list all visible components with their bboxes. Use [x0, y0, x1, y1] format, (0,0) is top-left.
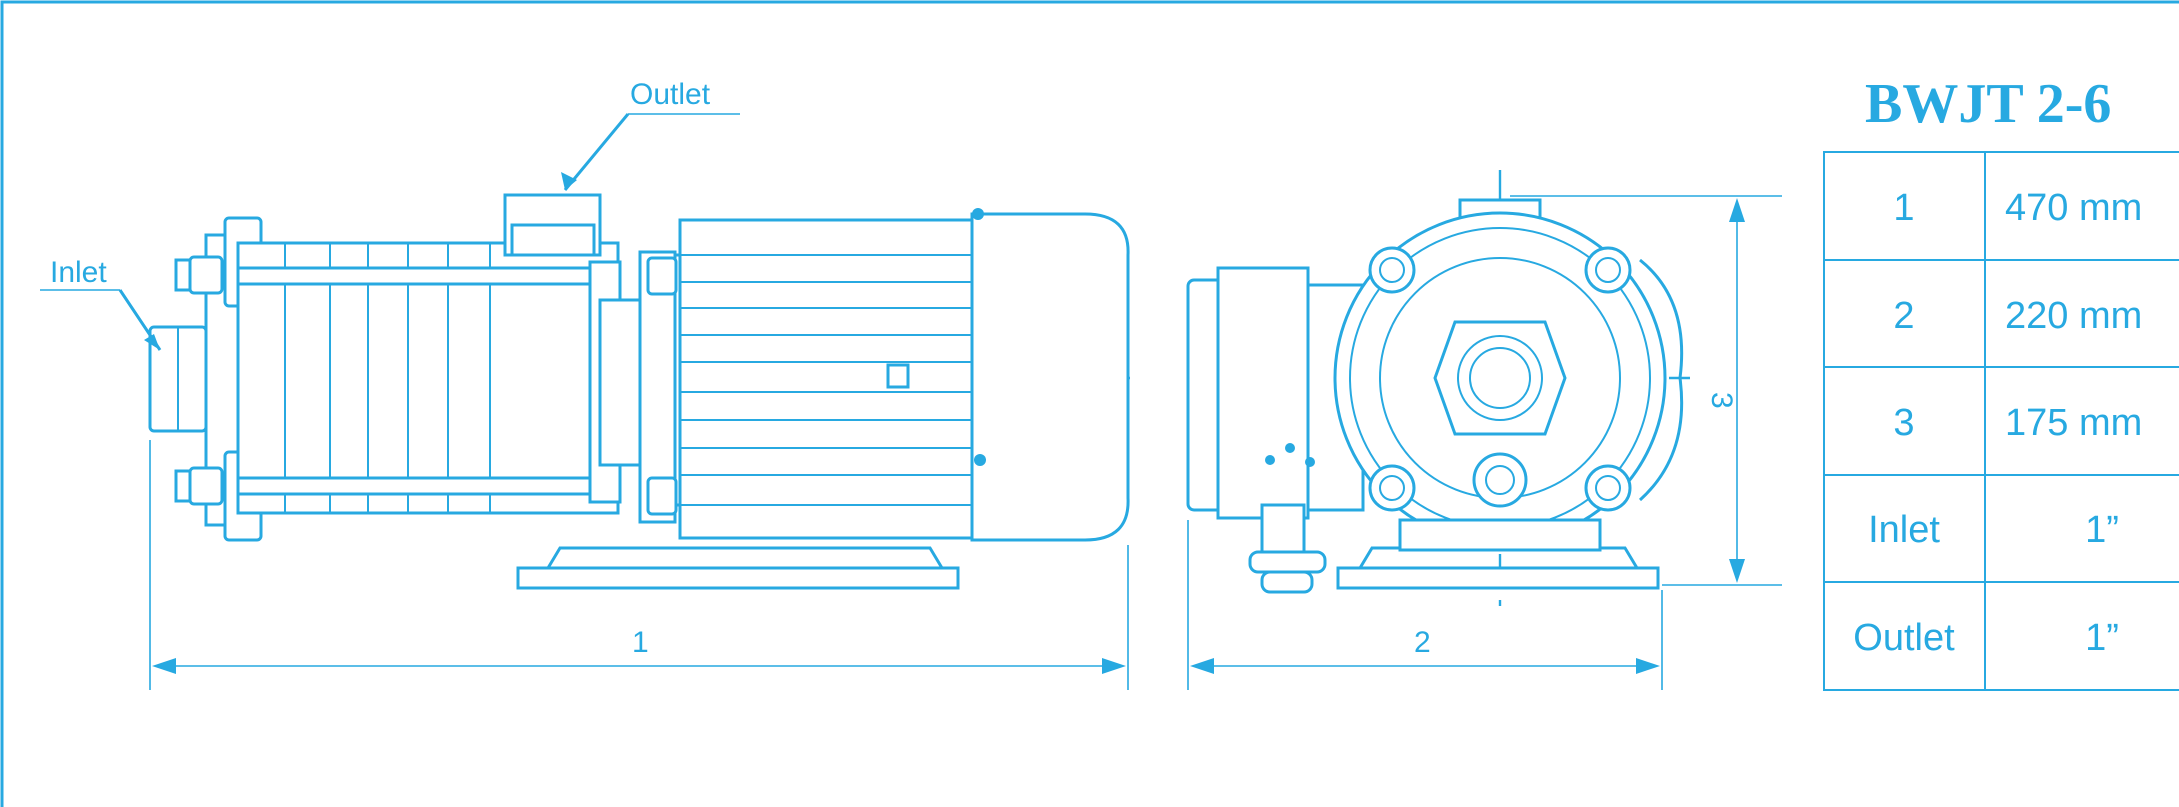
outlet-label: Outlet: [630, 78, 711, 111]
motor-fan-cover: [970, 212, 1130, 542]
table-key-2: 2: [1893, 295, 1914, 337]
motor-body: [678, 218, 974, 540]
pump-base: [516, 566, 960, 590]
table-value-1: 470 mm: [2005, 187, 2142, 229]
dimension-2-label: 2: [1414, 626, 1431, 659]
table-key-1: 1: [1893, 187, 1914, 229]
table-value-inlet: 1”: [2085, 509, 2119, 551]
table-key-3: 3: [1893, 402, 1914, 444]
inlet-hex-nut: [1433, 320, 1567, 436]
model-title: BWJT 2-6: [1865, 73, 2111, 135]
side-view: Outlet Inlet 1: [40, 78, 1130, 690]
pump-stages: [236, 241, 620, 515]
table-value-2: 220 mm: [2005, 295, 2142, 337]
dimension-table: 1 470 mm 2 220 mm 3 175 mm Inlet 1” Outl…: [1823, 151, 2179, 691]
table-key-inlet: Inlet: [1868, 509, 1940, 551]
table-value-outlet: 1”: [2085, 617, 2119, 659]
table-value-3: 175 mm: [2005, 402, 2142, 444]
end-view: 2 3: [1186, 170, 1782, 690]
dimension-3-label: 3: [1705, 392, 1738, 409]
inlet-label: Inlet: [50, 256, 107, 289]
dimension-1-label: 1: [632, 626, 649, 659]
table-key-outlet: Outlet: [1853, 617, 1955, 659]
